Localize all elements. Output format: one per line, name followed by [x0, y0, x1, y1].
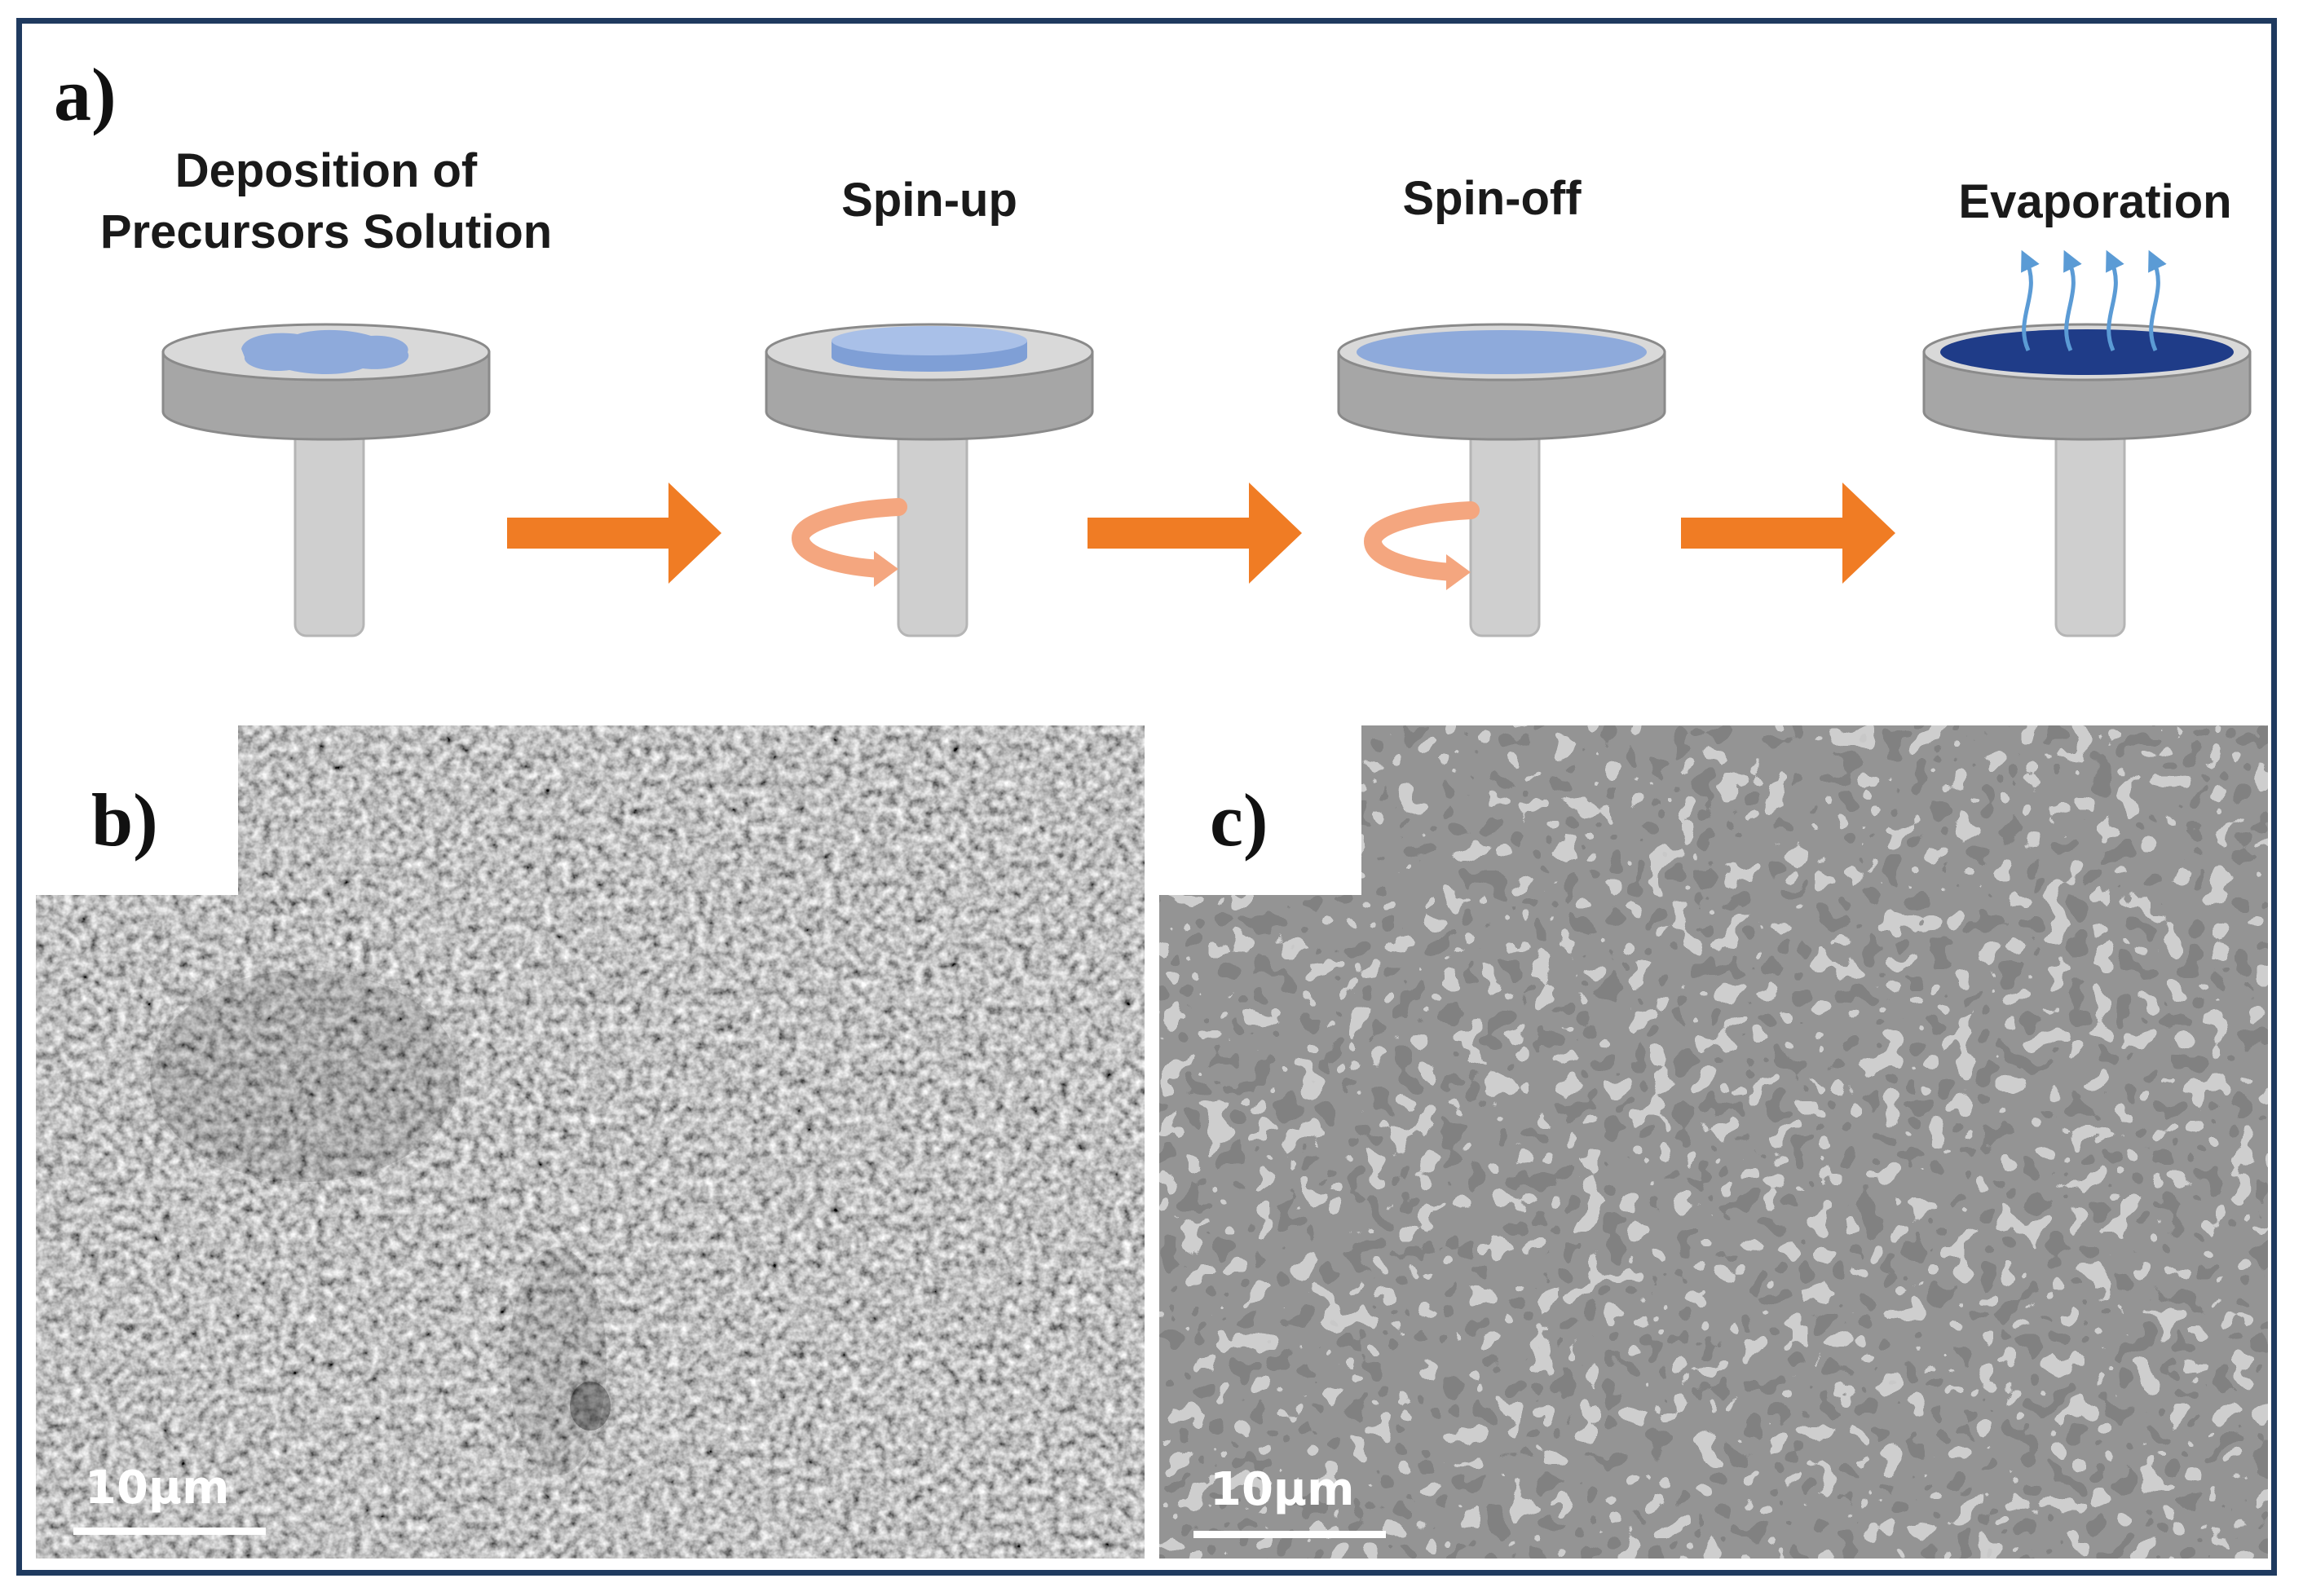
step-title-spin-off: Spin-off — [1402, 172, 1582, 225]
rotation-arrow-head — [1446, 554, 1471, 590]
dried-film — [1940, 329, 2234, 375]
spinner-spin-off — [1337, 323, 1666, 637]
vapor-arrows — [2021, 249, 2167, 352]
spin-coating-svg — [161, 249, 2252, 637]
panel-label-a: a) — [54, 53, 117, 136]
solution-film — [1357, 330, 1647, 374]
scale-bar-b — [73, 1528, 266, 1535]
rotation-arrow-head — [874, 551, 898, 587]
vapor-arrow — [2021, 249, 2040, 352]
panel-label-b: b) — [91, 778, 158, 862]
spinner-stem — [897, 406, 968, 637]
spinner-stem — [1469, 406, 1541, 637]
process-arrow-1 — [507, 483, 721, 584]
scale-label-b: 10μm — [85, 1462, 230, 1514]
step-title-evaporation: Evaporation — [1958, 175, 2232, 228]
step-title-deposition: Deposition of Precursors Solution — [99, 144, 553, 259]
panel-label-c: c) — [1210, 778, 1268, 862]
scale-label-c: 10μm — [1210, 1463, 1355, 1516]
micrograph-b-texture — [36, 725, 1145, 1559]
vapor-arrow — [2148, 249, 2167, 352]
spinner-spin-up — [765, 323, 1094, 637]
spinner-stem — [293, 406, 365, 637]
vapor-arrow — [2063, 249, 2082, 352]
spinner-evaporation — [1922, 249, 2252, 637]
process-arrow-2 — [1088, 483, 1302, 584]
label-mask-c — [1156, 722, 1361, 895]
micrograph-b — [36, 725, 1145, 1559]
step-title-spin-up: Spin-up — [841, 174, 1017, 227]
vapor-arrow — [2106, 249, 2124, 352]
rotation-arrow — [791, 498, 907, 578]
scale-bar-c — [1193, 1531, 1386, 1538]
spinner-deposition — [161, 323, 491, 637]
rotation-arrow — [1363, 501, 1480, 581]
spinner-stem — [2054, 406, 2126, 637]
figure-frame — [16, 18, 2277, 1576]
solution-droplet — [241, 329, 409, 374]
label-mask-b — [33, 722, 238, 895]
solution-puddle-top — [832, 326, 1027, 355]
process-arrow-3 — [1681, 483, 1895, 584]
